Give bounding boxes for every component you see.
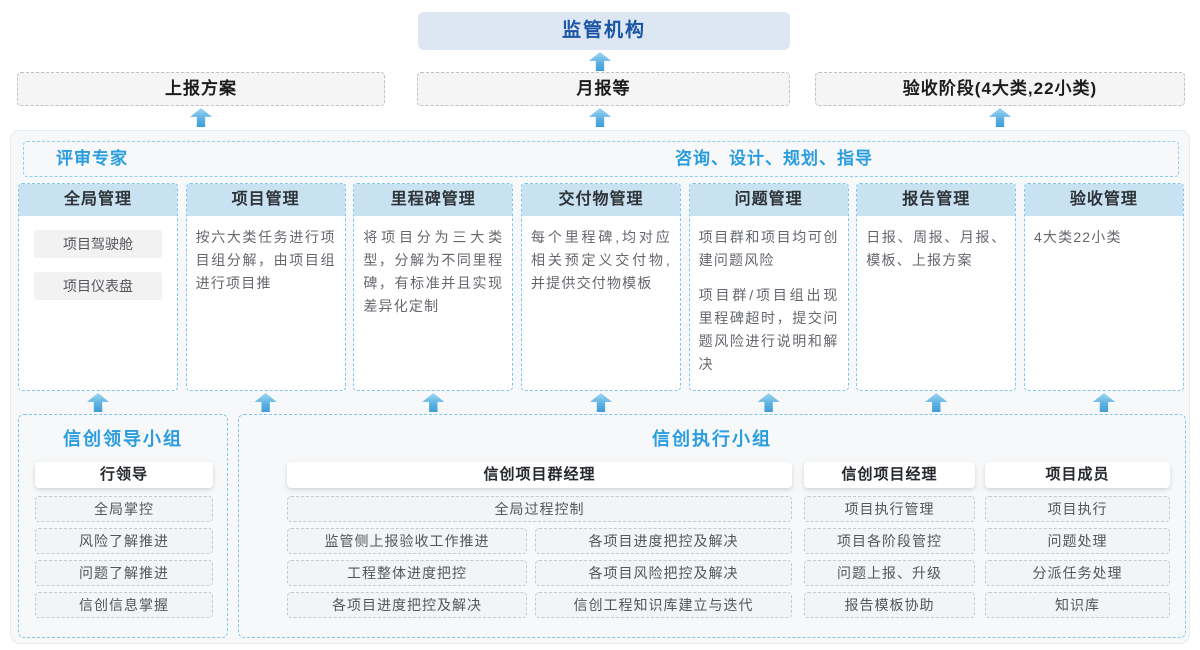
module-column-issue: 问题管理 项目群和项目均可创建问题风险 项目群/项目组出现里程碑超时，提交问题风… xyxy=(688,183,849,391)
duty-item: 信创信息掌握 xyxy=(35,592,213,618)
module-body: 项目群和项目均可创建问题风险 项目群/项目组出现里程碑超时，提交问题风险进行说明… xyxy=(690,216,848,386)
module-description: 项目群/项目组出现里程碑超时，提交问题风险进行说明和解决 xyxy=(698,287,839,372)
feature-chip: 项目驾驶舱 xyxy=(34,230,162,258)
duty-item: 知识库 xyxy=(985,592,1170,618)
duty-item: 全局掌控 xyxy=(35,496,213,522)
module-title: 里程碑管理 xyxy=(354,184,513,216)
role-box-project-manager: 信创项目经理 xyxy=(804,462,975,488)
leader-group: 信创领导小组 行领导 全局掌控 风险了解推进 问题了解推进 信创信息掌握 xyxy=(18,414,228,638)
module-title: 验收管理 xyxy=(1024,184,1183,216)
module-description: 项目群和项目均可创建问题风险 xyxy=(698,229,839,268)
duty-item: 风险了解推进 xyxy=(35,528,213,554)
module-body: 每个里程碑,均对应相关预定义交付物,并提供交付物模板 xyxy=(522,216,680,305)
module-description: 按六大类任务进行项目组分解，由项目组进行项目推 xyxy=(195,229,336,291)
module-title: 交付物管理 xyxy=(521,184,680,216)
arrow-up-icon xyxy=(589,52,611,71)
module-description: 日报、周报、月报、模板、上报方案 xyxy=(866,229,1007,268)
arrow-up-icon xyxy=(589,393,612,412)
arrow-up-icon xyxy=(1092,393,1115,412)
duty-item: 项目执行 xyxy=(985,496,1170,522)
executor-group: 信创执行小组 信创项目群经理 全局过程控制 监管侧上报验收工作推进 工程整体进度… xyxy=(238,414,1186,638)
expert-bar: 评审专家 咨询、设计、规划、指导 xyxy=(23,141,1179,177)
module-columns: 全局管理 项目驾驶舱 项目仪表盘 项目管理 按六大类任务进行项目组分解，由项目组… xyxy=(18,183,1184,391)
platform-container: 评审专家 咨询、设计、规划、指导 全局管理 项目驾驶舱 项目仪表盘 项目管理 按… xyxy=(10,130,1190,644)
report-box-monthly: 月报等 xyxy=(417,72,790,106)
duty-item: 项目执行管理 xyxy=(804,496,975,522)
module-title: 问题管理 xyxy=(689,184,848,216)
duty-item: 项目各阶段管控 xyxy=(804,528,975,554)
arrow-up-icon xyxy=(254,393,277,412)
expert-right-label: 咨询、设计、规划、指导 xyxy=(675,149,873,168)
arrow-up-icon xyxy=(190,108,212,127)
module-title: 报告管理 xyxy=(857,184,1016,216)
module-body: 日报、周报、月报、模板、上报方案 xyxy=(857,216,1015,282)
expert-left-label: 评审专家 xyxy=(56,149,128,168)
duty-item: 分派任务处理 xyxy=(985,560,1170,586)
module-title: 项目管理 xyxy=(186,184,345,216)
leader-group-title: 信创领导小组 xyxy=(63,429,183,449)
duty-item: 监管侧上报验收工作推进 xyxy=(287,528,527,554)
group-to-module-arrows xyxy=(18,393,1184,412)
role-box-project-member: 项目成员 xyxy=(985,462,1170,488)
module-description: 每个里程碑,均对应相关预定义交付物,并提供交付物模板 xyxy=(530,229,671,291)
arrow-up-icon xyxy=(925,393,948,412)
executor-group-title: 信创执行小组 xyxy=(652,429,772,449)
module-body: 按六大类任务进行项目组分解，由项目组进行项目推 xyxy=(187,216,345,305)
module-column-acceptance: 验收管理 4大类22小类 xyxy=(1023,183,1184,391)
duty-item: 报告模板协助 xyxy=(804,592,975,618)
module-body: 4大类22小类 xyxy=(1025,216,1183,259)
duty-item: 全局过程控制 xyxy=(287,496,792,522)
duty-item: 问题上报、升级 xyxy=(804,560,975,586)
organization-groups: 信创领导小组 行领导 全局掌控 风险了解推进 问题了解推进 信创信息掌握 信创执… xyxy=(11,414,1191,638)
duty-item: 工程整体进度把控 xyxy=(287,560,527,586)
duty-item: 各项目进度把控及解决 xyxy=(535,528,792,554)
duty-item: 信创工程知识库建立与迭代 xyxy=(535,592,792,618)
module-title: 全局管理 xyxy=(19,184,177,216)
arrow-up-icon xyxy=(87,393,109,412)
module-column-deliverable: 交付物管理 每个里程碑,均对应相关预定义交付物,并提供交付物模板 xyxy=(520,183,681,391)
role-box-bank-leader: 行领导 xyxy=(35,462,213,488)
arrow-up-icon xyxy=(989,108,1011,127)
module-column-project: 项目管理 按六大类任务进行项目组分解，由项目组进行项目推 xyxy=(185,183,346,391)
duty-item: 问题了解推进 xyxy=(35,560,213,586)
duty-item: 问题处理 xyxy=(985,528,1170,554)
module-description: 将项目分为三大类型，分解为不同里程碑，有标准并且实现差异化定制 xyxy=(363,229,504,314)
module-column-global: 全局管理 项目驾驶舱 项目仪表盘 xyxy=(18,183,178,391)
role-box-program-manager: 信创项目群经理 xyxy=(287,462,792,488)
duty-item: 各项目风险把控及解决 xyxy=(535,560,792,586)
duty-item: 各项目进度把控及解决 xyxy=(287,592,527,618)
module-column-milestone: 里程碑管理 将项目分为三大类型，分解为不同里程碑，有标准并且实现差异化定制 xyxy=(353,183,514,391)
feature-chip: 项目仪表盘 xyxy=(34,272,162,300)
report-box-plan: 上报方案 xyxy=(17,72,385,106)
arrow-up-icon xyxy=(757,393,780,412)
arrow-up-icon xyxy=(589,108,611,127)
module-description: 4大类22小类 xyxy=(1033,229,1122,245)
regulator-box: 监管机构 xyxy=(418,12,790,50)
module-body: 将项目分为三大类型，分解为不同里程碑，有标准并且实现差异化定制 xyxy=(354,216,512,328)
module-body: 项目驾驶舱 项目仪表盘 xyxy=(19,216,177,324)
module-column-report: 报告管理 日报、周报、月报、模板、上报方案 xyxy=(856,183,1017,391)
arrow-up-icon xyxy=(422,393,445,412)
report-box-acceptance: 验收阶段(4大类,22小类) xyxy=(815,72,1185,106)
